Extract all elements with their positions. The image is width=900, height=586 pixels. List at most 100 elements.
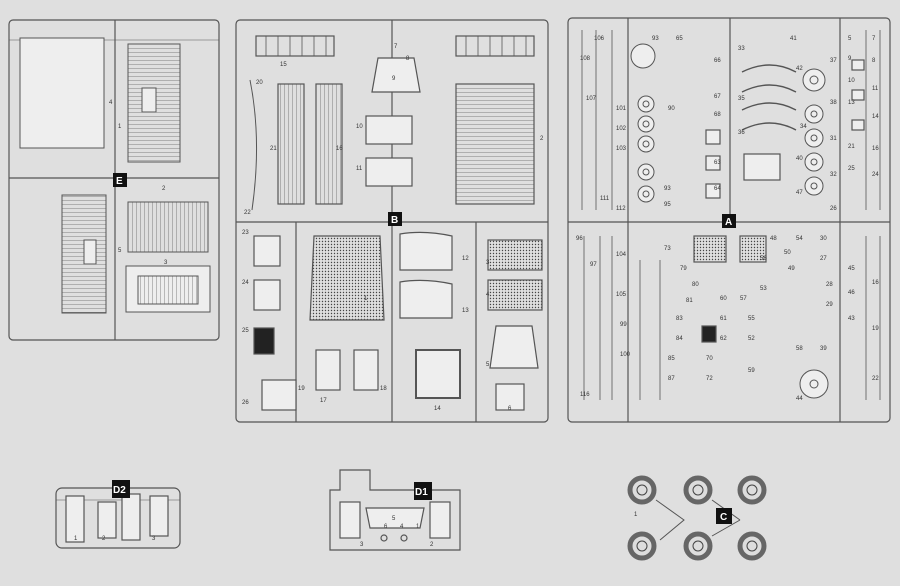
svg-text:10: 10	[848, 78, 855, 84]
svg-text:32: 32	[830, 172, 837, 178]
svg-text:87: 87	[668, 376, 675, 382]
svg-text:24: 24	[242, 280, 249, 286]
svg-text:96: 96	[576, 236, 583, 242]
svg-text:5: 5	[848, 36, 852, 42]
svg-text:29: 29	[826, 302, 833, 308]
svg-text:21: 21	[848, 144, 855, 150]
svg-text:35: 35	[738, 96, 745, 102]
svg-text:49: 49	[788, 266, 795, 272]
svg-text:62: 62	[720, 336, 727, 342]
svg-text:D2: D2	[113, 485, 126, 496]
svg-text:A: A	[725, 217, 732, 228]
svg-text:5: 5	[486, 362, 490, 368]
svg-text:73: 73	[664, 246, 671, 252]
svg-text:93: 93	[652, 36, 659, 42]
svg-text:111: 111	[600, 196, 610, 202]
svg-text:3: 3	[164, 260, 168, 266]
svg-text:4: 4	[400, 524, 404, 530]
sprue-A	[567, 17, 891, 423]
sprue-E-labels: 4 1 2 5 3 E	[109, 100, 168, 266]
svg-text:45: 45	[848, 266, 855, 272]
svg-text:70: 70	[706, 356, 713, 362]
svg-text:22: 22	[244, 210, 251, 216]
part-A-engine	[693, 235, 727, 263]
sprue-E	[8, 19, 220, 341]
sprue-C	[627, 475, 767, 561]
svg-text:1: 1	[364, 296, 368, 302]
wheels-A	[630, 43, 829, 399]
svg-text:3: 3	[152, 536, 156, 542]
svg-text:24: 24	[872, 172, 879, 178]
svg-text:68: 68	[714, 112, 721, 118]
svg-text:33: 33	[738, 46, 745, 52]
svg-text:21: 21	[270, 146, 277, 152]
svg-text:37: 37	[830, 58, 837, 64]
svg-text:3: 3	[486, 260, 490, 266]
svg-text:13: 13	[462, 308, 469, 314]
svg-text:2: 2	[102, 536, 106, 542]
svg-text:93: 93	[664, 186, 671, 192]
svg-text:1: 1	[118, 124, 122, 130]
svg-text:84: 84	[676, 336, 683, 342]
svg-text:48: 48	[770, 236, 777, 242]
svg-text:14: 14	[872, 114, 879, 120]
sprue-C-labels: 1 C	[634, 508, 732, 524]
svg-text:2: 2	[430, 542, 434, 548]
part-B16	[315, 83, 343, 205]
svg-text:16: 16	[872, 280, 879, 286]
svg-text:57: 57	[740, 296, 747, 302]
svg-text:8: 8	[406, 56, 410, 62]
svg-text:44: 44	[796, 396, 803, 402]
svg-text:31: 31	[830, 136, 837, 142]
svg-text:42: 42	[796, 66, 803, 72]
svg-text:7: 7	[872, 36, 876, 42]
svg-text:112: 112	[616, 206, 626, 212]
svg-text:12: 12	[462, 256, 469, 262]
svg-text:53: 53	[760, 286, 767, 292]
sprue-B-labels: 2 7 8 9 10 11 12 13 14 15 16 17 18 19 20…	[242, 44, 544, 412]
svg-text:4: 4	[109, 100, 113, 106]
svg-text:30: 30	[820, 236, 827, 242]
svg-text:E: E	[116, 176, 123, 187]
svg-text:107: 107	[586, 96, 597, 102]
svg-text:104: 104	[616, 252, 627, 258]
svg-text:16: 16	[336, 146, 343, 152]
svg-text:100: 100	[620, 352, 631, 358]
svg-text:16: 16	[872, 146, 879, 152]
svg-text:13: 13	[848, 100, 855, 106]
svg-text:46: 46	[848, 290, 855, 296]
svg-text:4: 4	[486, 292, 490, 298]
svg-text:1: 1	[416, 524, 420, 530]
part-E4	[19, 37, 105, 149]
svg-text:90: 90	[668, 106, 675, 112]
svg-text:19: 19	[872, 326, 879, 332]
svg-text:25: 25	[848, 166, 855, 172]
svg-text:59: 59	[748, 368, 755, 374]
svg-text:52: 52	[748, 336, 755, 342]
svg-text:101: 101	[616, 106, 627, 112]
svg-text:23: 23	[242, 230, 249, 236]
svg-text:6: 6	[384, 524, 388, 530]
svg-text:43: 43	[848, 316, 855, 322]
svg-text:1: 1	[634, 512, 638, 518]
svg-text:D1: D1	[415, 487, 428, 498]
svg-text:B: B	[391, 215, 398, 226]
svg-text:2: 2	[162, 186, 166, 192]
svg-text:67: 67	[714, 94, 721, 100]
sprue-D1	[329, 469, 461, 551]
svg-text:10: 10	[356, 124, 363, 130]
part-B15	[255, 35, 335, 57]
svg-text:61: 61	[720, 316, 727, 322]
svg-text:64: 64	[714, 186, 721, 192]
sprue-tag-D1	[414, 482, 432, 500]
svg-text:19: 19	[298, 386, 305, 392]
svg-text:103: 103	[616, 146, 627, 152]
svg-text:3: 3	[360, 542, 364, 548]
svg-text:20: 20	[256, 80, 263, 86]
svg-text:9: 9	[392, 76, 396, 82]
sprue-tag-A	[722, 214, 736, 228]
sprue-tag-D2	[112, 480, 130, 498]
svg-text:9: 9	[848, 56, 852, 62]
svg-text:65: 65	[676, 36, 683, 42]
